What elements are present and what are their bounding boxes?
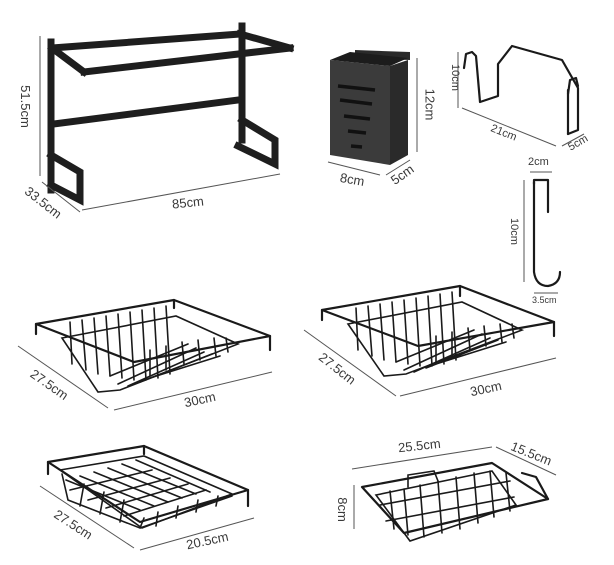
width-dimension-line <box>81 173 281 211</box>
hook-bottom-width-label: 3.5cm <box>532 295 557 305</box>
dish-basket-left: 27.5cm 30cm <box>0 280 310 430</box>
width-dimension-line <box>327 161 381 176</box>
depth-dimension-line <box>39 485 135 549</box>
rack-width-label: 85cm <box>171 193 205 212</box>
width-dimension-line <box>139 517 255 551</box>
hook-top-width-label: 2cm <box>528 156 549 168</box>
dish-basket-right-drawing <box>303 284 557 397</box>
flat-basket-drawing <box>39 444 255 551</box>
cutting-board-holder: 10cm 21cm 5cm <box>448 30 614 160</box>
sponge-basket: 25.5cm 15.5cm 8cm <box>320 425 614 565</box>
depth-dimension-line <box>561 133 585 147</box>
dish-basket-left-drawing <box>17 298 273 411</box>
depth-dimension-line <box>41 181 81 213</box>
sponge-basket-drawing <box>351 446 557 542</box>
flat-basket: 27.5cm 20.5cm <box>0 430 310 565</box>
length-dimension-line <box>351 446 493 470</box>
utensil-width-label: 8cm <box>338 169 366 190</box>
depth-dimension-line <box>17 345 109 409</box>
s-hook-drawing <box>523 171 562 294</box>
cutting-board-holder-drawing <box>457 44 585 147</box>
sponge-basket-height-label: 8cm <box>334 497 350 522</box>
depth-dimension-line <box>495 446 557 476</box>
rack-frame-drawing <box>39 22 295 213</box>
width-dimension-line <box>113 371 273 411</box>
depth-dimension-line <box>303 329 397 397</box>
utensil-holder-drawing <box>327 50 418 176</box>
depth-dimension-line <box>385 159 411 176</box>
hook-height-label: 10cm <box>507 218 520 245</box>
utensil-holder: 12cm 8cm 5cm <box>310 0 460 200</box>
length-dimension-line <box>461 107 557 147</box>
cutting-board-height-label: 10cm <box>448 64 461 91</box>
utensil-height-label: 12cm <box>422 88 438 121</box>
rack-height-label: 51.5cm <box>17 85 33 128</box>
s-hook: 2cm 10cm 3.5cm <box>500 150 580 310</box>
width-dimension-line <box>399 357 557 397</box>
dish-basket-right: 27.5cm 30cm <box>300 270 614 410</box>
rack-frame: 51.5cm 33.5cm 85cm <box>0 0 310 230</box>
